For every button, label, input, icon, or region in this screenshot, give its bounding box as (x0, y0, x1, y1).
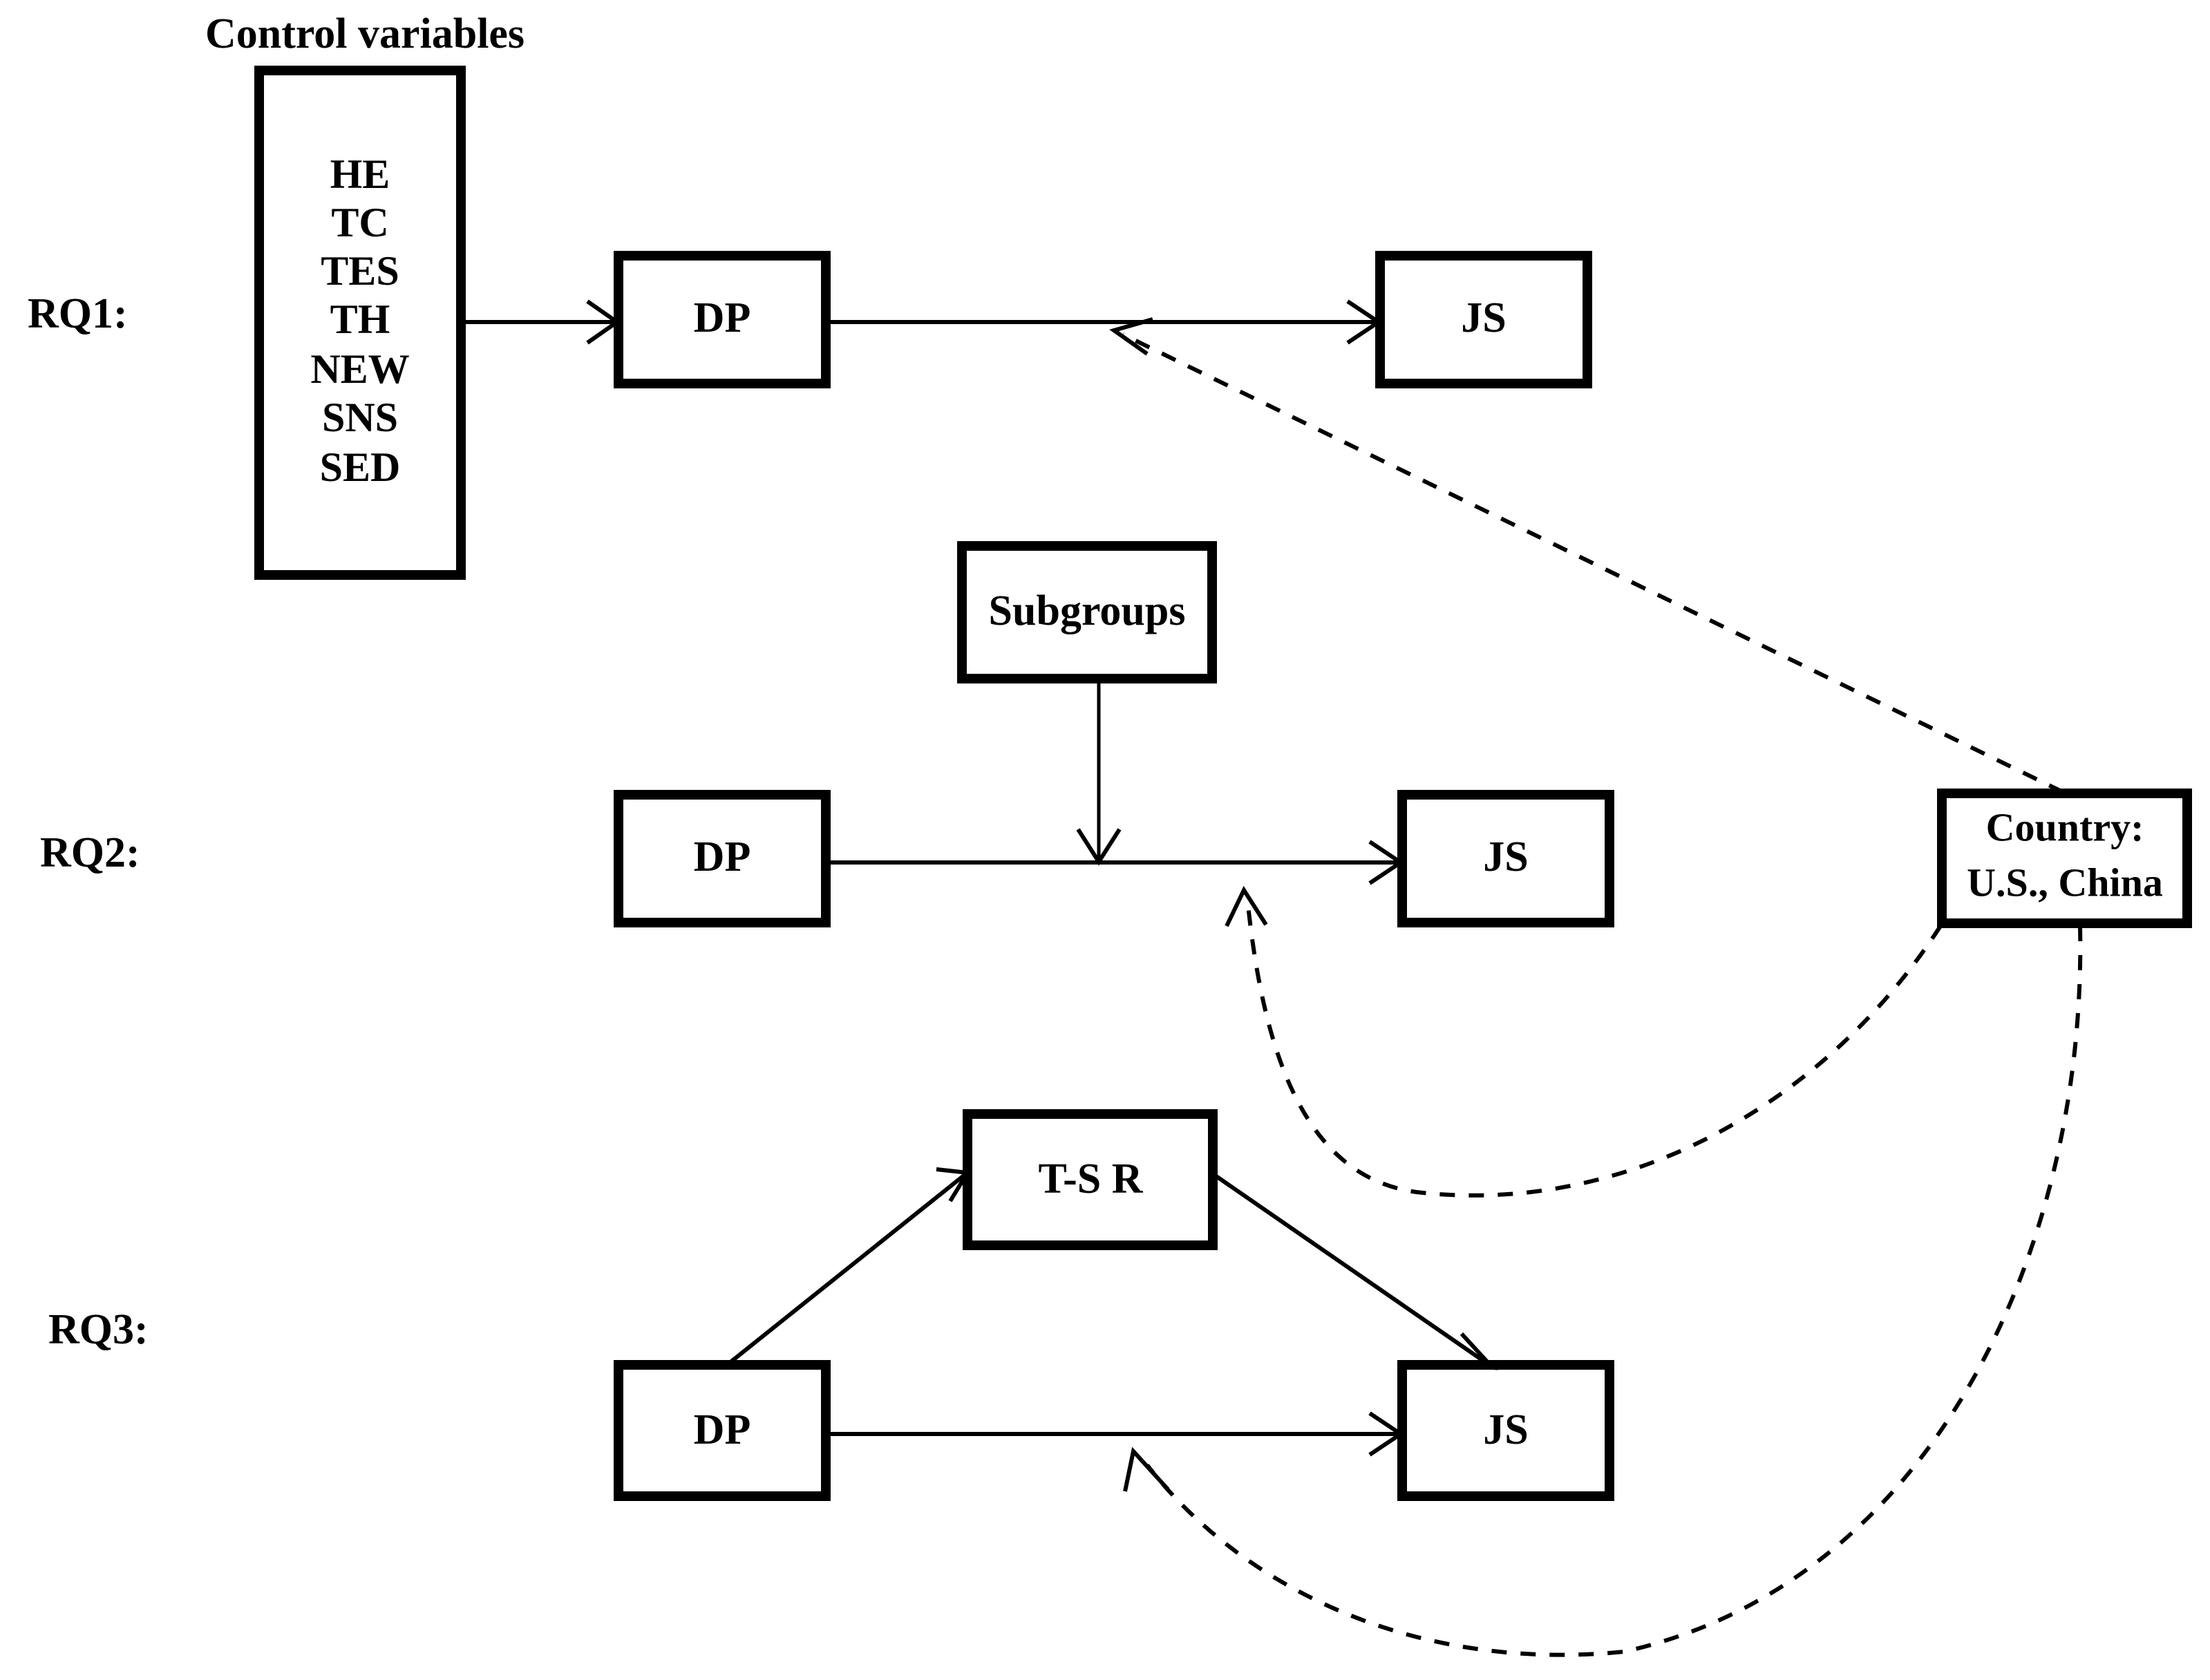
rq1-dp-label: DP (694, 294, 751, 341)
row-label-rq1: RQ1: (28, 290, 128, 337)
row-label-rq3: RQ3: (48, 1306, 149, 1353)
rq1-dp-box[interactable] (614, 251, 831, 388)
rq1-arrow-controls-to-dp (466, 299, 621, 345)
rq2-subgroups-label: Subgroups (989, 587, 1186, 634)
rq3-dp-box[interactable] (614, 1360, 831, 1501)
rq3-arrow-tsr-to-js (1213, 1173, 1498, 1370)
rq3-arrow-dp-to-js (831, 1411, 1405, 1457)
control-variable-item-sns: SNS (322, 395, 398, 440)
control-variable-item-he: HE (330, 151, 390, 197)
rq3-arrow-dp-to-tsr (726, 1167, 972, 1367)
rq3-js-box[interactable] (1397, 1360, 1614, 1501)
rq2-arrow-subgroups-to-path (1076, 683, 1122, 866)
rq1-arrow-dp-to-js (831, 299, 1383, 345)
control-variables-box[interactable] (254, 66, 466, 580)
rq3-dp-label: DP (694, 1406, 751, 1453)
control-variable-item-new: NEW (310, 346, 409, 392)
row-label-rq2: RQ2: (40, 829, 140, 876)
control-variable-item-tes: TES (321, 248, 399, 294)
dashed-path-country-to-rq3 (1123, 925, 2083, 1657)
control-variable-item-tc: TC (331, 200, 388, 245)
rq1-js-label: JS (1461, 294, 1506, 341)
rq2-dp-label: DP (694, 833, 751, 880)
rq3-tsr-box[interactable] (963, 1109, 1218, 1250)
rq2-subgroups-box[interactable] (957, 541, 1217, 683)
control-variable-item-th: TH (330, 296, 390, 342)
dashed-path-country-to-rq2 (1225, 885, 1943, 1198)
rq2-js-label: JS (1483, 833, 1528, 880)
country-label-line2: U.S., China (1967, 860, 2163, 905)
country-moderator-box[interactable] (1937, 789, 2192, 928)
rq3-tsr-label: T-S R (1038, 1155, 1143, 1202)
control-variable-item-sed: SED (320, 444, 401, 490)
dashed-path-country-to-rq1 (1109, 317, 2064, 794)
rq2-arrow-dp-to-js (831, 840, 1405, 885)
rq2-dp-box[interactable] (614, 790, 831, 927)
rq3-js-label: JS (1483, 1406, 1528, 1453)
country-label-line1: Country: (1986, 804, 2144, 849)
control-variables-caption: Control variables (205, 10, 525, 57)
rq1-js-box[interactable] (1375, 251, 1592, 388)
rq2-js-box[interactable] (1397, 790, 1614, 927)
